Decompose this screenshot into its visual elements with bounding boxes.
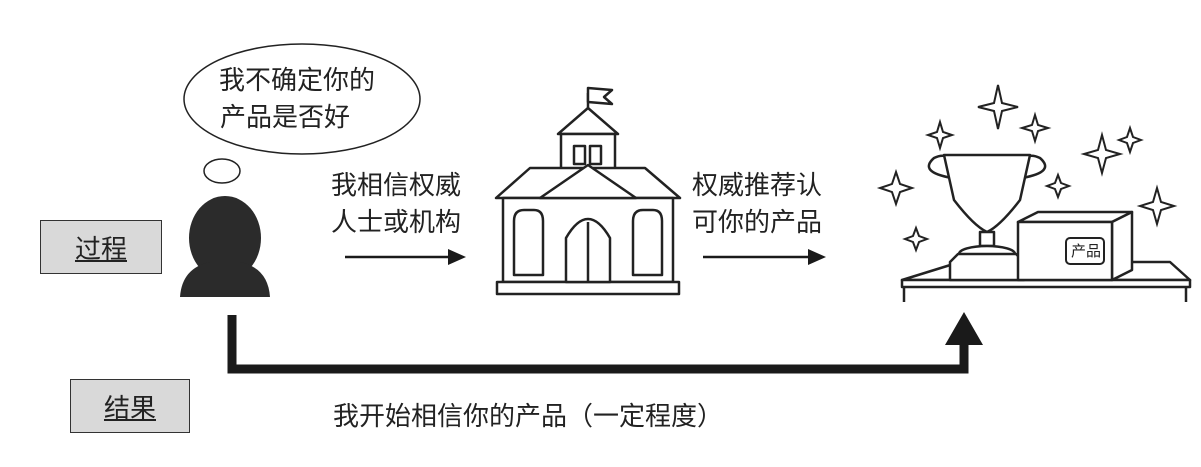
sparkle-icon (1116, 124, 1144, 156)
trophy-scene-icon (900, 153, 1192, 302)
authority-building-icon (494, 86, 682, 296)
step1-text-line2: 人士或机构 (331, 208, 462, 238)
thought-bubble-dot (203, 158, 241, 184)
person-icon (180, 196, 270, 297)
sparkle-icon (876, 168, 916, 208)
thought-bubble (183, 43, 421, 155)
sparkle-icon (924, 118, 956, 152)
result-tag: 结果 (70, 379, 190, 433)
sparkle-icon (1080, 131, 1124, 177)
outcome-text: 我开始相信你的产品（一定程度） (333, 402, 724, 432)
thought-text-line2: 产品是否好 (220, 103, 351, 133)
step2-text-line2: 可你的产品 (692, 208, 823, 238)
process-tag: 过程 (40, 220, 162, 274)
arrow-person-to-authority (345, 249, 466, 265)
sparkle-icon (977, 84, 1019, 130)
sparkle-icons (876, 84, 1178, 253)
result-tag-label: 结果 (103, 393, 156, 424)
thought-text-line1: 我不确定你的 (219, 66, 376, 96)
arrow-authority-to-product (703, 249, 826, 265)
step1-text-line1: 我相信权威 (331, 171, 462, 201)
sparkle-icon (902, 225, 930, 253)
sparkle-icon (1136, 184, 1178, 228)
result-arrow (227, 312, 983, 374)
process-tag-label: 过程 (74, 234, 127, 265)
product-box-label: 产品 (1070, 242, 1101, 260)
step2-text-line1: 权威推荐认 (692, 171, 823, 201)
sparkle-icon (1044, 172, 1072, 200)
sparkle-icon (1018, 111, 1052, 145)
